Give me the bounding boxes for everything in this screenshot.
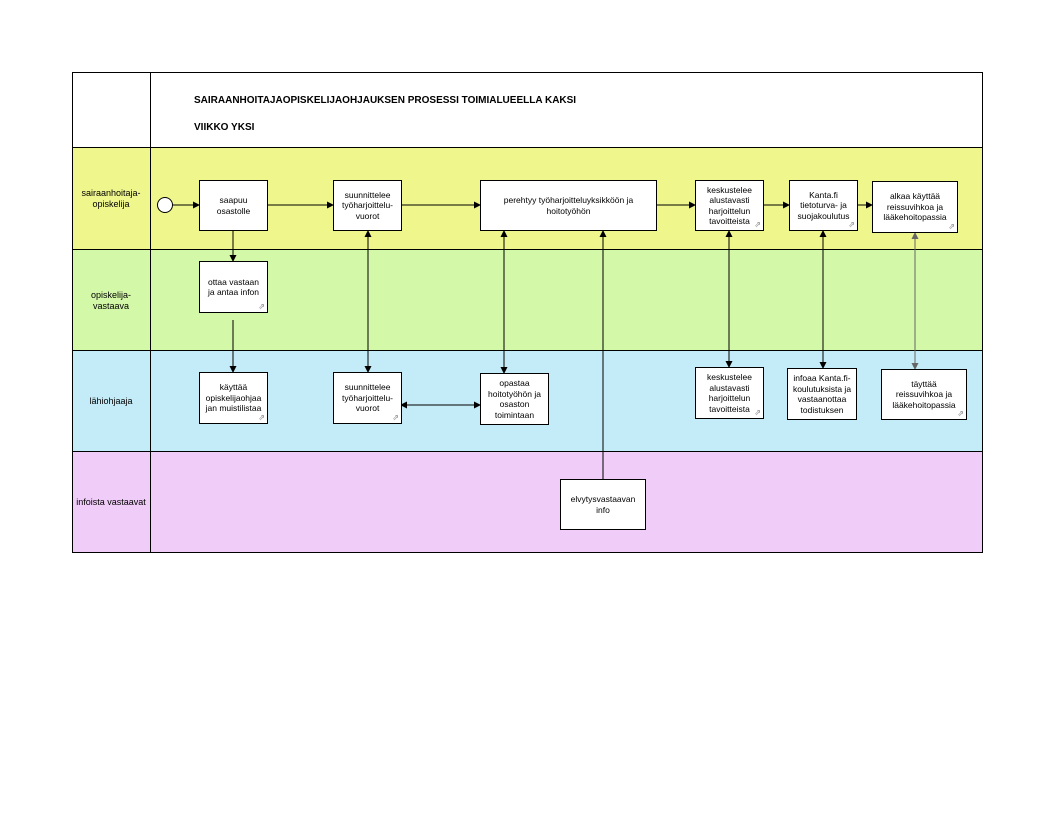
link-icon: ⇗ xyxy=(848,220,855,229)
link-icon: ⇗ xyxy=(392,413,399,422)
step-keskustelee-tavoitteista[interactable]: keskustelee alustavasti harjoittelun tav… xyxy=(695,180,764,231)
link-icon: ⇗ xyxy=(948,222,955,231)
step-label: Kanta.fi tietoturva- ja suojakoulutus xyxy=(797,189,850,221)
step-keskustelee-ohjaaja[interactable]: keskustelee alustavasti harjoittelun tav… xyxy=(695,367,764,419)
step-suunnittelee-vuorot[interactable]: suunnittelee työharjoittelu- vuorot xyxy=(333,180,402,231)
link-icon: ⇗ xyxy=(754,220,761,229)
lane-label-student: sairaanhoitaja- opiskelija xyxy=(81,187,141,209)
label-column-divider xyxy=(150,72,151,553)
step-label: opastaa hoitotyöhön ja osaston toimintaa… xyxy=(488,378,541,420)
lane-label-student-coordinator: opiskelija- vastaava xyxy=(90,289,132,311)
step-suunnittelee-vuorot-ohjaaja[interactable]: suunnittelee työharjoittelu- vuorot⇗ xyxy=(333,372,402,424)
step-label: suunnittelee työharjoittelu- vuorot xyxy=(341,382,394,414)
step-label: keskustelee alustavasti harjoittelun tav… xyxy=(707,184,752,227)
step-ottaa-vastaan[interactable]: ottaa vastaan ja antaa infon ⇗ xyxy=(199,261,268,313)
step-label: alkaa käyttää reissuvihkoa ja lääkehoito… xyxy=(883,191,947,223)
link-icon: ⇗ xyxy=(754,408,761,417)
step-label: infoaa Kanta.fi- koulutuksista ja vastaa… xyxy=(792,373,852,415)
step-saapuu-osastolle[interactable]: saapuu osastolle xyxy=(199,180,268,231)
step-tayttaa[interactable]: täyttää reissuvihkoa ja lääkehoitopassia… xyxy=(881,369,967,420)
step-label: keskustelee alustavasti harjoittelun tav… xyxy=(707,372,752,414)
step-label: käyttää opiskelijaohjaa jan muistilistaa xyxy=(205,382,262,414)
step-opastaa[interactable]: opastaa hoitotyöhön ja osaston toimintaa… xyxy=(480,373,549,425)
header-divider xyxy=(72,147,983,148)
step-elvytys-info[interactable]: elvytysvastaavan info xyxy=(560,479,646,530)
step-perehtyy[interactable]: perehtyy työharjoitteluyksikköön ja hoit… xyxy=(480,180,657,231)
step-alkaa-kayttaa[interactable]: alkaa käyttää reissuvihkoa ja lääkehoito… xyxy=(872,181,958,233)
start-event xyxy=(157,197,173,213)
diagram-subtitle: VIIKKO YKSI xyxy=(194,122,255,133)
lane-label-info-providers: infoista vastaavat xyxy=(76,497,146,507)
step-label: täyttää reissuvihkoa ja lääkehoitopassia xyxy=(892,378,956,410)
lane-label-supervisor: lähiohjaaja xyxy=(89,396,133,406)
step-kanta-koulutus[interactable]: Kanta.fi tietoturva- ja suojakoulutus⇗ xyxy=(789,180,858,231)
diagram-title: SAIRAANHOITAJAOPISKELIJAOHJAUKSEN PROSES… xyxy=(194,95,577,106)
step-label: saapuu osastolle xyxy=(216,195,251,216)
link-icon: ⇗ xyxy=(258,302,265,311)
step-label: perehtyy työharjoitteluyksikköön ja hoit… xyxy=(503,195,634,216)
link-icon: ⇗ xyxy=(258,413,265,422)
step-label: ottaa vastaan ja antaa infon xyxy=(207,276,260,298)
step-kayttaa-muistilistaa[interactable]: käyttää opiskelijaohjaa jan muistilistaa… xyxy=(199,372,268,424)
link-icon: ⇗ xyxy=(957,409,964,418)
step-label: suunnittelee työharjoittelu- vuorot xyxy=(341,189,394,221)
lane-info-providers xyxy=(72,452,983,553)
step-label: elvytysvastaavan info xyxy=(570,494,636,515)
step-infoaa-kanta[interactable]: infoaa Kanta.fi- koulutuksista ja vastaa… xyxy=(787,368,857,420)
